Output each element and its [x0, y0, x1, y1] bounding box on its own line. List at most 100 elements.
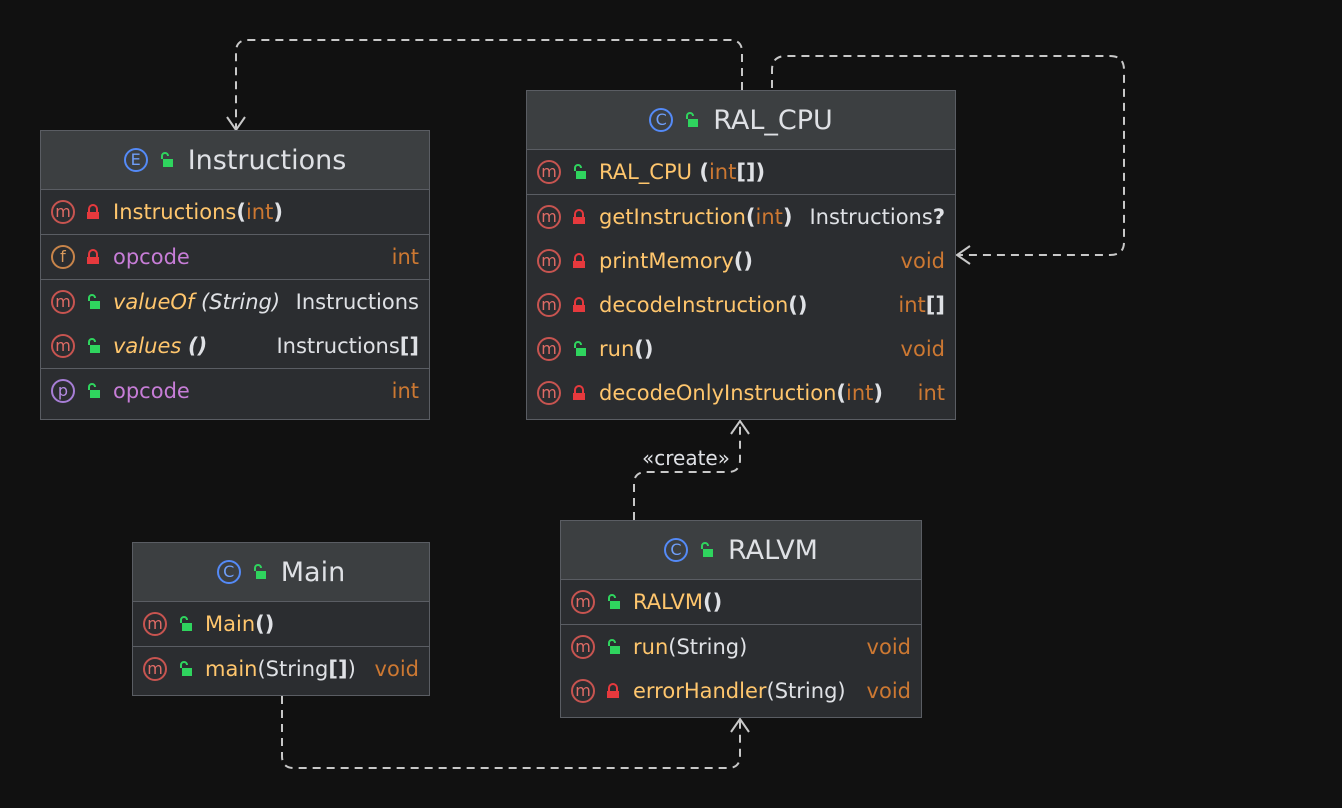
param-close: )	[273, 200, 283, 224]
class-name: RALVM	[728, 534, 818, 566]
member-method[interactable]: m decodeOnlyInstruction(int) int	[527, 371, 955, 415]
constructors-section: m Instructions(int)	[41, 190, 429, 235]
constructors-section: m Main()	[133, 602, 429, 647]
method-icon: m	[537, 293, 561, 317]
param-type: int	[755, 205, 783, 229]
member-constructor[interactable]: m RAL_CPU (int[])	[527, 150, 955, 194]
member-name: decodeInstruction	[599, 293, 789, 317]
member-constructor[interactable]: m Instructions(int)	[41, 190, 429, 234]
member-method[interactable]: m getInstruction(int) Instructions?	[527, 195, 955, 239]
member-type: Instructions	[295, 290, 419, 314]
param-open: (String	[257, 657, 329, 681]
class-header[interactable]: C Main	[133, 543, 429, 602]
class-main[interactable]: C Main m Main() m main(String[]) void	[132, 542, 430, 696]
class-header[interactable]: C RALVM	[561, 521, 921, 580]
member-type: Instructions	[809, 205, 933, 229]
dependency-cpu-to-instructions	[235, 39, 743, 128]
private-lock-icon	[573, 385, 585, 400]
param-type: int	[708, 160, 737, 184]
member-name: opcode	[113, 379, 190, 403]
class-instructions[interactable]: E Instructions m Instructions(int) f opc…	[40, 130, 430, 420]
public-lock-icon	[574, 341, 586, 356]
method-icon: m	[537, 160, 561, 184]
param-brackets: []	[328, 657, 348, 681]
param-open: (	[692, 160, 709, 184]
class-ral-cpu[interactable]: C RAL_CPU m RAL_CPU (int[]) m getInstruc…	[526, 90, 956, 420]
member-property[interactable]: p opcode int	[41, 369, 429, 413]
methods-section: m run(String) void m errorHandler(String…	[561, 625, 921, 713]
public-lock-icon	[253, 564, 266, 579]
arrowhead-ralvm	[730, 717, 750, 733]
member-params: ()	[733, 249, 753, 273]
properties-section: p opcode int	[41, 369, 429, 413]
member-name: printMemory	[599, 249, 734, 273]
method-icon: m	[537, 337, 561, 361]
type-brackets: []	[925, 293, 945, 317]
member-type: int	[898, 293, 926, 317]
class-name: Instructions	[187, 144, 347, 176]
member-method[interactable]: m errorHandler(String) void	[561, 669, 921, 713]
methods-section: m valueOf (String) Instructions m values…	[41, 280, 429, 369]
member-method[interactable]: m values () Instructions[]	[41, 324, 429, 368]
member-params: ()	[634, 337, 654, 361]
public-lock-icon	[574, 164, 586, 179]
class-icon: C	[649, 108, 674, 132]
methods-section: m main(String[]) void	[133, 647, 429, 691]
param-type: int	[846, 381, 874, 405]
field-icon: f	[51, 245, 75, 269]
method-icon: m	[537, 249, 561, 273]
param-close: )	[873, 381, 883, 405]
member-params: ()	[702, 590, 723, 614]
public-lock-icon	[160, 152, 173, 167]
enum-icon: E	[123, 148, 148, 172]
member-type: void	[900, 337, 945, 361]
member-method[interactable]: m valueOf (String) Instructions	[41, 280, 429, 324]
member-name: main	[205, 657, 258, 681]
class-icon: C	[216, 560, 241, 584]
type-suffix: ?	[932, 205, 945, 229]
member-params: (String)	[668, 635, 748, 659]
param-open: (	[236, 200, 246, 224]
dependency-main-to-ralvm	[281, 696, 741, 769]
member-method[interactable]: m run() void	[527, 327, 955, 371]
param-open: (	[836, 381, 846, 405]
member-type: void	[374, 657, 419, 681]
member-method[interactable]: m run(String) void	[561, 625, 921, 669]
methods-section: m getInstruction(int) Instructions? m pr…	[527, 195, 955, 415]
method-icon: m	[571, 635, 595, 659]
member-name: getInstruction	[599, 205, 746, 229]
member-constructor[interactable]: m Main()	[133, 602, 429, 646]
member-name: Instructions	[113, 200, 237, 224]
member-params: ()	[788, 293, 808, 317]
member-type: Instructions	[276, 334, 400, 358]
class-header[interactable]: E Instructions	[41, 131, 429, 190]
member-type: void	[900, 249, 945, 273]
member-field[interactable]: f opcode int	[41, 235, 429, 279]
dependency-cpu-self	[771, 55, 1125, 256]
public-lock-icon	[701, 542, 713, 557]
class-name: Main	[280, 556, 346, 588]
member-constructor[interactable]: m RALVM()	[561, 580, 921, 624]
member-name: run	[633, 635, 669, 659]
create-stereotype-label: «create»	[642, 446, 730, 470]
member-name: Main	[205, 612, 256, 636]
private-lock-icon	[573, 209, 585, 224]
member-params: (String)	[766, 679, 846, 703]
class-header[interactable]: C RAL_CPU	[527, 91, 955, 150]
class-ralvm[interactable]: C RALVM m RALVM() m run(String) void m e…	[560, 520, 922, 718]
member-method[interactable]: m printMemory() void	[527, 239, 955, 283]
method-icon: m	[571, 590, 595, 614]
method-icon: m	[537, 381, 561, 405]
member-type: int	[391, 379, 419, 403]
fields-section: f opcode int	[41, 235, 429, 280]
create-ralvm-to-cpu	[633, 422, 741, 520]
member-method[interactable]: m decodeInstruction() int[]	[527, 283, 955, 327]
member-method[interactable]: m main(String[]) void	[133, 647, 429, 691]
private-lock-icon	[573, 253, 585, 268]
arrowhead-cpu-create	[730, 419, 750, 435]
public-lock-icon	[180, 661, 192, 676]
public-lock-icon	[686, 112, 699, 127]
arrowhead-cpu-self	[955, 245, 971, 265]
public-lock-icon	[608, 594, 620, 609]
param-close: )	[347, 657, 356, 681]
